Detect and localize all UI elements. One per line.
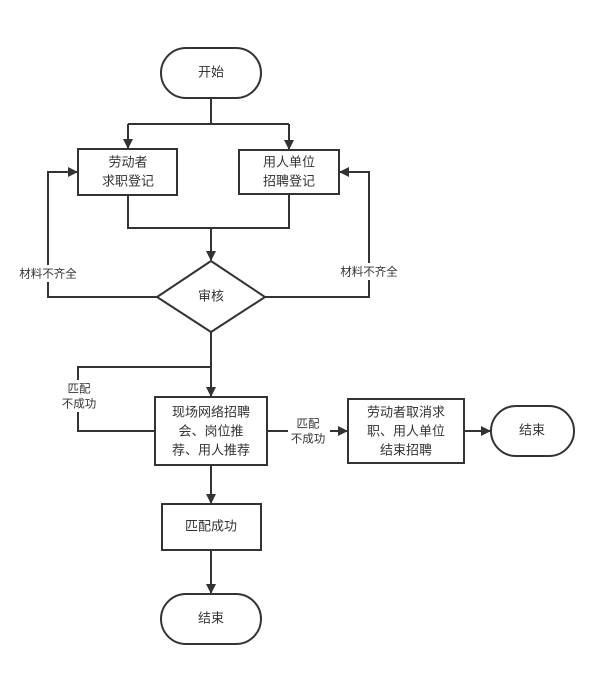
node-start: 开始 <box>160 47 262 99</box>
node-worker-register: 劳动者 求职登记 <box>77 148 178 196</box>
svg-text:材料不齐全: 材料不齐全 <box>340 265 398 279</box>
svg-text:匹配: 匹配 <box>68 382 91 396</box>
edge-label-incomplete-right: 材料不齐全 <box>337 263 401 280</box>
arrow-review-back-employer <box>265 167 370 298</box>
edge-label-match-fail-right: 匹配 不成功 <box>288 416 330 448</box>
arrow-review-back-worker <box>47 167 157 298</box>
node-end-bottom: 结束 <box>160 593 262 645</box>
svg-text:匹配: 匹配 <box>297 417 320 431</box>
start-split-line <box>128 98 289 125</box>
node-employer-register: 用人单位 招聘登记 <box>238 149 340 195</box>
edge-label-match-fail-loop: 匹配 不成功 <box>58 380 100 412</box>
node-end-right: 结束 <box>490 405 575 457</box>
svg-text:求职登记: 求职登记 <box>102 175 154 190</box>
arrow-to-review <box>127 194 290 260</box>
svg-text:会、岗位推: 会、岗位推 <box>178 425 243 440</box>
svg-text:荐、用人推荐: 荐、用人推荐 <box>172 444 250 459</box>
svg-text:不成功: 不成功 <box>62 397 97 411</box>
svg-text:劳动者: 劳动者 <box>108 155 147 171</box>
node-match-success: 匹配成功 <box>161 503 262 551</box>
edge-label-incomplete-left: 材料不齐全 <box>16 265 80 282</box>
svg-text:现场网络招聘: 现场网络招聘 <box>172 405 250 421</box>
connectors <box>47 98 491 594</box>
svg-text:职、用人单位: 职、用人单位 <box>367 425 445 440</box>
svg-text:用人单位: 用人单位 <box>263 156 315 171</box>
svg-text:开始: 开始 <box>198 66 224 81</box>
svg-text:劳动者取消求: 劳动者取消求 <box>367 405 445 421</box>
svg-text:不成功: 不成功 <box>291 432 326 446</box>
node-review: 审核 <box>155 259 267 334</box>
node-cancel: 劳动者取消求 职、用人单位 结束招聘 <box>347 398 465 464</box>
svg-text:结束: 结束 <box>519 424 545 439</box>
node-matching: 现场网络招聘 会、岗位推 荐、用人推荐 <box>154 396 268 466</box>
svg-text:招聘登记: 招聘登记 <box>263 175 315 190</box>
svg-text:审核: 审核 <box>198 290 224 305</box>
svg-text:匹配成功: 匹配成功 <box>185 520 237 535</box>
svg-text:结束: 结束 <box>198 612 224 627</box>
svg-text:结束招聘: 结束招聘 <box>380 444 432 459</box>
svg-text:材料不齐全: 材料不齐全 <box>19 267 77 281</box>
